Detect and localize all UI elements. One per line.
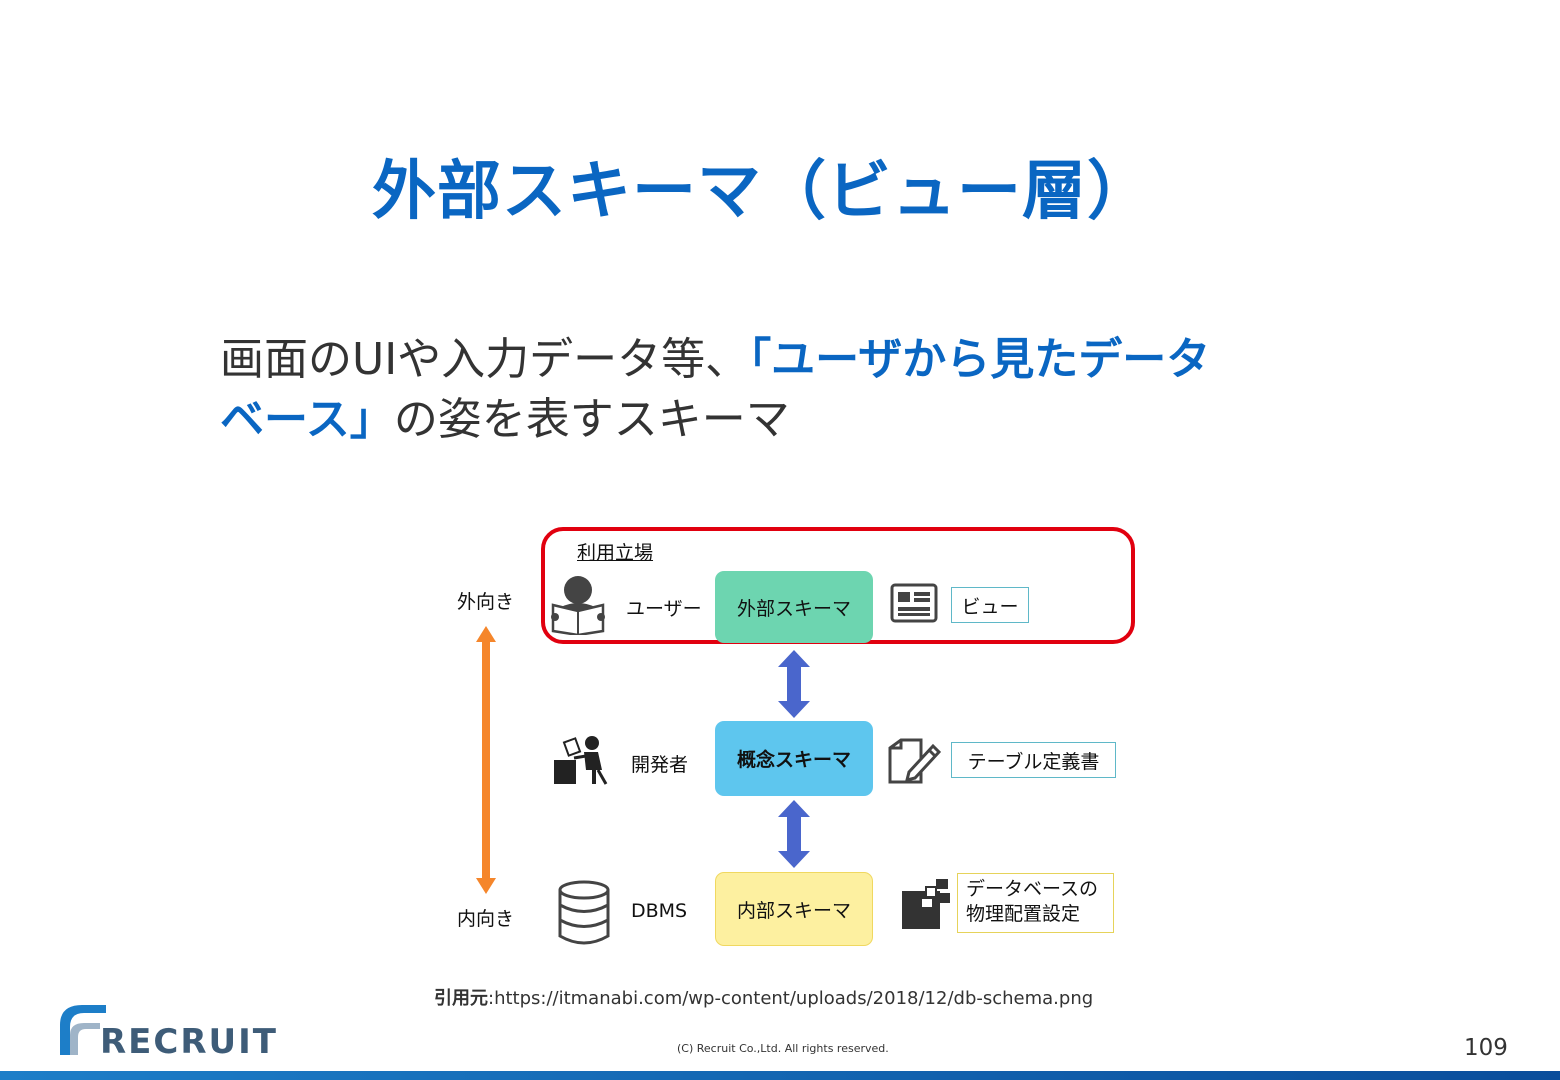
recruit-logo-text: RECRUIT xyxy=(100,1022,278,1062)
citation: 引用元:https://itmanabi.com/wp-content/uplo… xyxy=(434,984,1093,1010)
body-text-plain-2: の姿を表すスキーマ xyxy=(393,394,790,445)
doc-label-physical-layout-line1: データベースの xyxy=(966,878,1099,900)
page-number: 109 xyxy=(1464,1035,1508,1061)
edit-document-icon xyxy=(888,738,941,784)
external-schema-box: 外部スキーマ xyxy=(715,571,873,643)
copyright-notice: (C) Recruit Co.,Ltd. All rights reserved… xyxy=(677,1042,889,1055)
slide-body: 画面のUIや入力データ等、「ユーザから見たデータ ベース」の姿を表すスキーマ xyxy=(220,330,1400,450)
body-text-highlight-2: ベース」 xyxy=(220,394,394,445)
recruit-logo-mark xyxy=(60,1005,106,1055)
doc-label-view: ビュー xyxy=(951,587,1029,623)
role-label-user: ユーザー xyxy=(626,598,702,620)
database-icon xyxy=(558,880,610,945)
body-text-highlight-1: 「ユーザから見たデータ xyxy=(749,334,1211,385)
doc-label-table-definition: テーブル定義書 xyxy=(951,742,1116,778)
developer-desk-icon xyxy=(554,736,608,785)
external-conceptual-link-arrow xyxy=(778,650,810,718)
body-text-plain-1: 画面のUIや入力データ等、 xyxy=(220,334,750,385)
doc-label-physical-layout-line2: 物理配置設定 xyxy=(966,903,1081,925)
slide-title: 外部スキーマ（ビュー層） xyxy=(372,155,1152,229)
axis-label-outward: 外向き xyxy=(457,591,515,613)
doc-label-physical-layout: データベースの 物理配置設定 xyxy=(957,873,1114,933)
axis-label-inward: 内向き xyxy=(457,908,515,930)
citation-url: :https://itmanabi.com/wp-content/uploads… xyxy=(488,988,1094,1009)
role-label-developer: 開発者 xyxy=(631,754,689,776)
conceptual-internal-link-arrow xyxy=(778,800,810,868)
user-reading-icon xyxy=(551,576,605,635)
frame-label: 利用立場 xyxy=(577,542,654,564)
citation-label: 引用元 xyxy=(434,988,488,1009)
bottom-accent-bar xyxy=(0,1071,1560,1080)
outward-inward-arrow xyxy=(476,626,496,894)
internal-schema-box: 内部スキーマ xyxy=(715,872,873,946)
view-screen-icon xyxy=(890,583,938,623)
role-label-dbms: DBMS xyxy=(631,900,688,922)
physical-blocks-icon xyxy=(902,879,950,929)
conceptual-schema-box: 概念スキーマ xyxy=(715,721,873,796)
